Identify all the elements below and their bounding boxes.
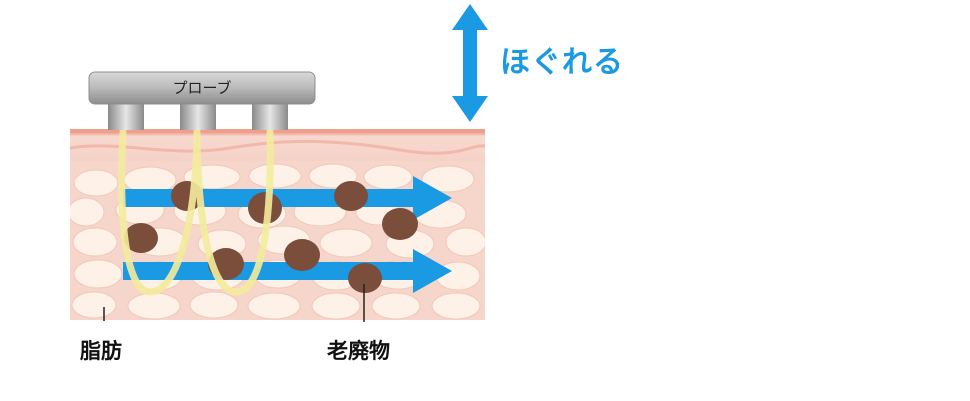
waste-particle [334,181,368,211]
fat-cell [431,292,481,320]
probe-label: プローブ [172,79,231,97]
fat-cell [73,259,123,289]
tissue [70,129,485,320]
probe-leg [108,100,144,130]
probe-leg [252,100,288,130]
probe-bar [88,71,316,105]
fat-cell [363,164,413,190]
fat-cell [72,227,118,257]
effect-label: ほぐれる [500,45,624,80]
right-arrow-icon [123,176,452,220]
probe: プローブ [88,71,316,130]
skin-wave [70,139,485,155]
waste-particle [284,239,320,271]
fat-cell [127,292,181,320]
probe-leg [180,100,216,130]
skin-surface-layer [70,129,485,133]
fat-cell [248,163,302,189]
waste-particles [124,181,418,293]
waste-particle [382,208,418,240]
right-arrow-icon [123,249,452,293]
waste-particle [348,263,382,293]
fat-cell [247,292,301,320]
energy-wave [193,129,274,296]
energy-waves [118,129,274,296]
fat-cell [71,291,117,319]
fat-cell [445,227,485,257]
fat-cell [311,292,361,320]
fat-cell [189,291,239,319]
fat-cell [371,292,421,320]
fat-label: 脂肪 [80,338,122,363]
fat-cell [73,169,119,197]
waste-label: 老廃物 [327,338,390,363]
double-headed-arrow-icon [452,4,488,122]
flow-arrows [123,176,452,293]
fat-cell [70,197,105,227]
energy-wave [118,129,201,296]
waste-particle [124,223,158,253]
fat-cell [319,228,373,258]
fat-cell [421,165,475,193]
